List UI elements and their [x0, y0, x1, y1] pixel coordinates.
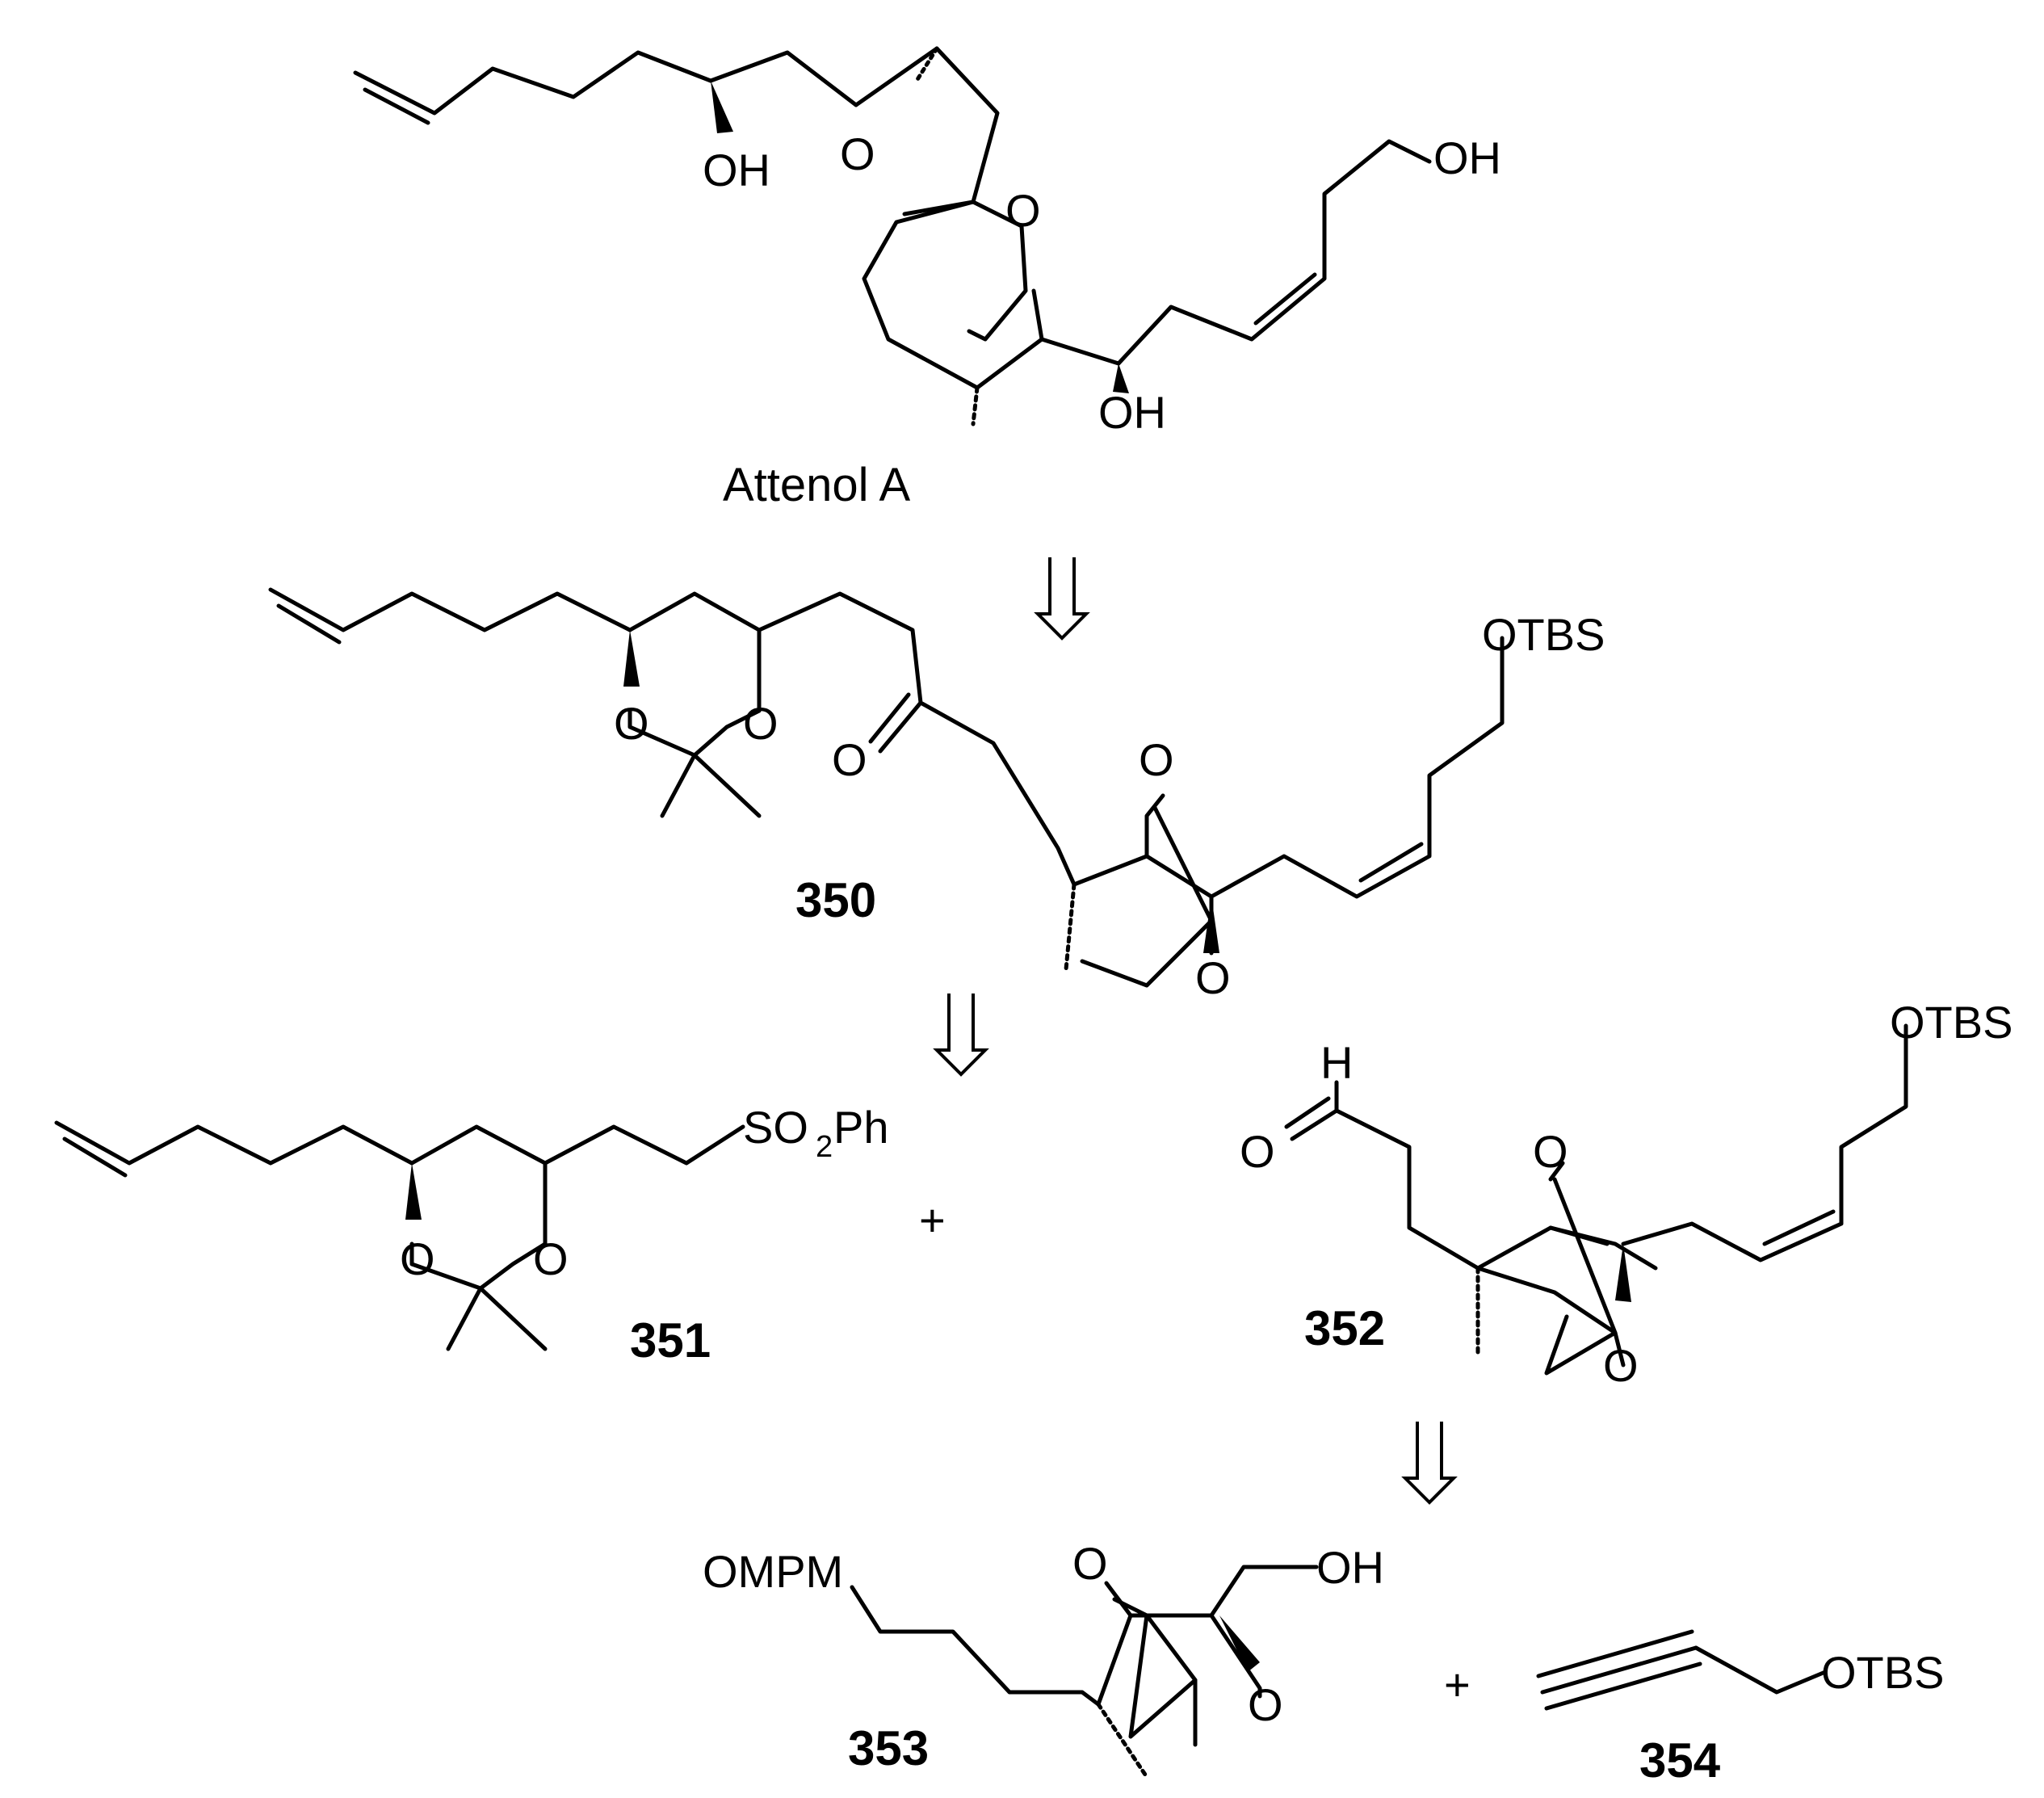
c350-ketone-o: O — [832, 734, 867, 785]
retrosynthetic-arrow-1 — [1034, 557, 1090, 641]
wedge-bond — [1219, 1615, 1260, 1672]
c350-bridge-o-top: O — [1139, 734, 1174, 785]
plus-sign-2: + — [1444, 1659, 1471, 1710]
c353-bridge-o-top: O — [1072, 1538, 1108, 1589]
c353-oh: OH — [1316, 1542, 1384, 1593]
attenol-a-structure — [353, 46, 1432, 426]
c354-otbs: OTBS — [1821, 1647, 1944, 1698]
wedge-bond — [1113, 363, 1129, 393]
c350-otbs: OTBS — [1482, 609, 1605, 660]
c353-ompm: OMPM — [703, 1546, 843, 1597]
c352-bridge-o-bot: O — [1603, 1340, 1639, 1391]
wedge-bond — [711, 81, 733, 133]
compound-353-structure — [850, 1565, 1319, 1779]
retrosynthetic-arrow-2 — [933, 994, 989, 1077]
c351-sulfone-subscript: 2 — [816, 1130, 833, 1164]
wedge-bond — [1615, 1244, 1631, 1302]
c350-bridge-o-bot: O — [1195, 952, 1231, 1003]
c352-otbs: OTBS — [1890, 997, 2013, 1048]
compound-name-attenol-a: Attenol A — [723, 459, 910, 511]
c352-bridge-o-top: O — [1533, 1126, 1568, 1177]
c352-aldehyde-o: O — [1240, 1126, 1275, 1177]
retrosynthetic-arrow-3 — [1401, 1422, 1458, 1505]
wedge-bond — [623, 630, 640, 687]
attenol-oh-left: OH — [703, 145, 770, 195]
c351-sulfone-group: SO 2 Ph — [743, 1102, 889, 1164]
attenol-oh-right: OH — [1433, 132, 1501, 183]
c352-aldehyde-h: H — [1320, 1037, 1353, 1088]
c350-acetonide-o1: O — [614, 698, 649, 749]
compound-label-351: 351 — [630, 1313, 711, 1367]
wedge-bond — [1203, 897, 1219, 953]
plus-sign-1: + — [919, 1195, 946, 1246]
c351-acetonide-o1: O — [400, 1233, 435, 1284]
c353-bridge-o-bot: O — [1248, 1679, 1283, 1730]
attenol-oh-bottom: OH — [1098, 387, 1166, 438]
compound-label-354: 354 — [1639, 1733, 1721, 1787]
compound-350-structure — [268, 587, 1505, 988]
compound-352-structure — [1284, 1023, 1908, 1376]
attenol-ring-o-thp: O — [1005, 185, 1041, 236]
compound-label-352: 352 — [1304, 1301, 1385, 1355]
wedge-bond — [405, 1163, 422, 1220]
compound-351-structure — [54, 1120, 745, 1351]
compound-label-353: 353 — [848, 1721, 929, 1775]
c351-sulfone-ph: Ph — [833, 1102, 889, 1153]
c350-acetonide-o2: O — [743, 698, 779, 749]
compound-354-structure — [1536, 1629, 1828, 1711]
c351-sulfone-so: SO — [743, 1102, 808, 1153]
compound-label-350: 350 — [795, 873, 876, 927]
c351-acetonide-o2: O — [533, 1233, 569, 1284]
attenol-ring-o-thf: O — [840, 128, 875, 179]
